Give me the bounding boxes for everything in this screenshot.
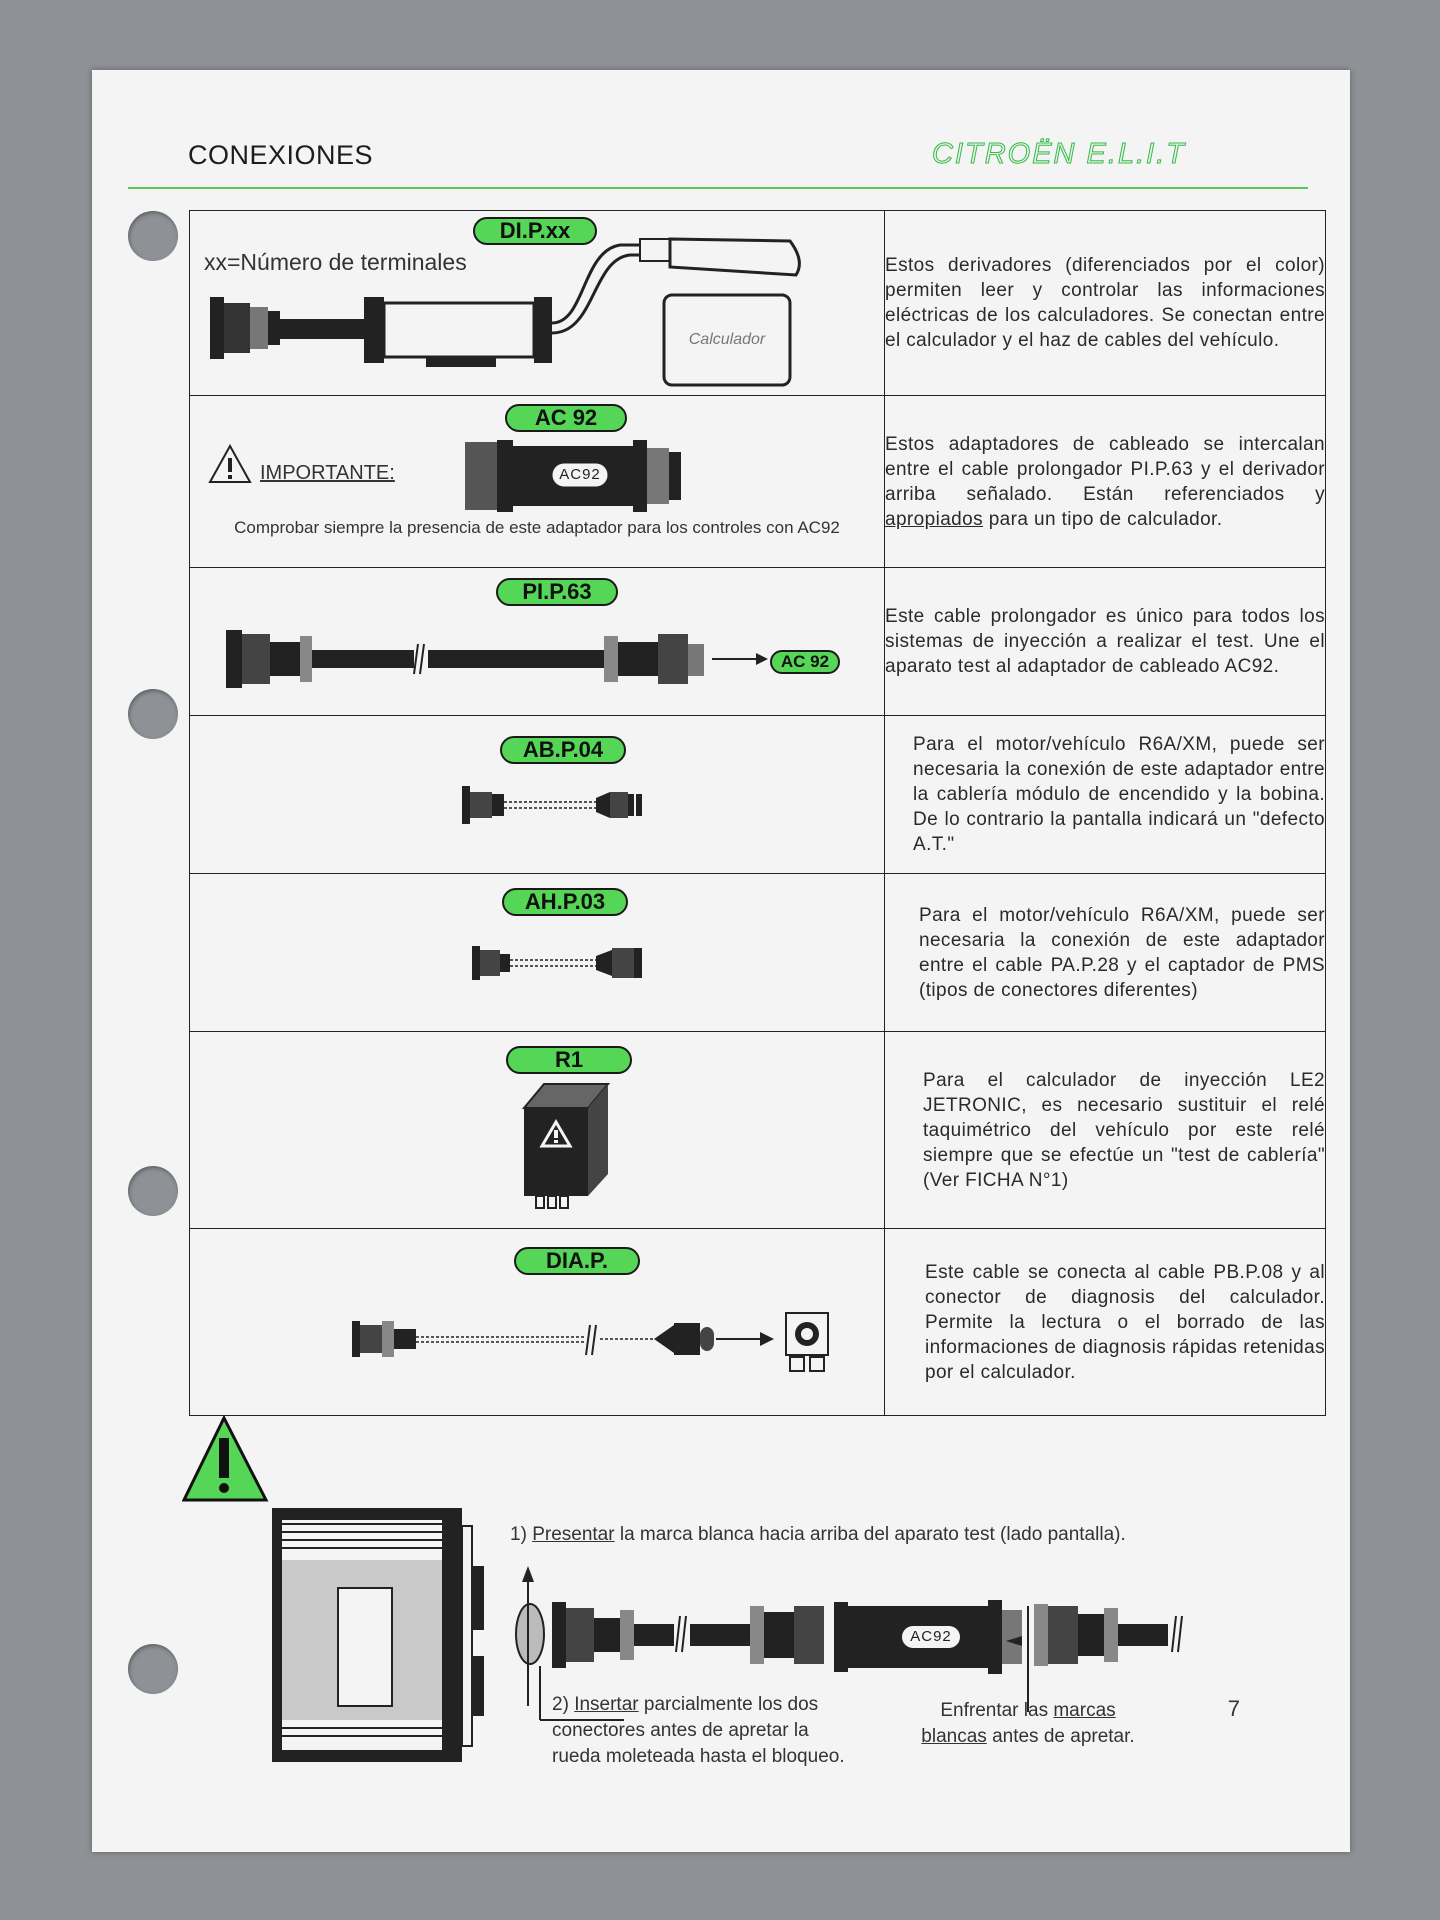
marks-keyword: marcas blancas <box>921 1700 1116 1747</box>
relay-r1-icon <box>522 1083 611 1209</box>
diap-cable-icon <box>352 1312 829 1372</box>
page-title: CONEXIONES <box>188 140 374 170</box>
connection-assembly-diagram <box>272 1508 1183 1762</box>
description-cell: Para el motor/vehículo R6A/XM, puede ser… <box>884 873 1326 1032</box>
table-row: DI.P.xx xx=Número de terminales <box>189 210 1326 396</box>
description-cell: Este cable se conecta al cable PB.P.08 y… <box>884 1228 1326 1416</box>
page-number: 7 <box>1227 1696 1240 1721</box>
table-row: AC 92 IMPORTANTE: <box>189 395 1326 568</box>
illustration-cell: PI.P.63 <box>189 567 885 716</box>
step-keyword: Presentar <box>532 1524 615 1545</box>
warning-icon <box>208 444 252 483</box>
step-number: 2) <box>552 1694 575 1715</box>
step-2-instruction: 2) Insertar parcialmente los dos conecto… <box>552 1692 852 1770</box>
description-text: para un tipo de calculador. <box>983 508 1223 530</box>
pip63-cable-icon <box>226 630 768 688</box>
step-text: parcialmente los dos conectores antes de… <box>552 1694 845 1767</box>
illustration-cell: AC 92 IMPORTANTE: <box>189 395 885 568</box>
part-tag: AH.P.03 <box>502 888 628 916</box>
ahp03-adapter-icon <box>472 946 642 980</box>
illustration-cell: AB.P.04 <box>189 715 885 874</box>
description-cell: Este cable prolongador es único para tod… <box>884 567 1326 716</box>
dipxx-derivator-icon <box>210 237 801 387</box>
table-row: R1 Para el calculador de inyección LE2 <box>189 1031 1326 1229</box>
step-1-instruction: 1) Presentar la marca blanca hacia arrib… <box>510 1522 1126 1548</box>
step-keyword: Insertar <box>574 1694 639 1715</box>
component-label: AC92 <box>559 466 601 483</box>
table-row: DIA.P. <box>189 1228 1326 1416</box>
punch-hole <box>128 689 178 739</box>
table-row: AH.P.03 Para el motor/vehículo R6A/XM, p… <box>189 873 1326 1032</box>
part-tag: PI.P.63 <box>496 578 618 606</box>
component-label: AC92 <box>910 1628 952 1645</box>
arrow-target-tag: AC 92 <box>770 650 840 674</box>
part-tag: DI.P.xx <box>473 217 597 245</box>
table-row: PI.P.63 <box>189 567 1326 716</box>
step-text: la marca blanca hacia arriba del aparato… <box>614 1524 1126 1545</box>
step-number: 1) <box>510 1524 533 1545</box>
terminal-note: xx=Número de terminales <box>204 249 467 275</box>
description-cell: Para el motor/vehículo R6A/XM, puede ser… <box>884 715 1326 874</box>
marks-text: antes de apretar. <box>986 1726 1135 1747</box>
illustration-cell: R1 <box>189 1031 885 1229</box>
description-cell: Estos adaptadores de cableado se interca… <box>884 395 1326 568</box>
illustration-cell: AH.P.03 <box>189 873 885 1032</box>
abp04-adapter-icon <box>462 786 642 824</box>
punch-hole <box>128 1166 178 1216</box>
punch-hole <box>128 211 178 261</box>
description-text: Estos adaptadores de cableado se interca… <box>885 433 1325 505</box>
description-cell: Para el calculador de inyección LE2 JETR… <box>884 1031 1326 1229</box>
table-row: AB.P.04 Para el motor/vehículo R6A/XM, <box>189 715 1326 874</box>
important-label: IMPORTANTE: <box>260 462 395 484</box>
part-tag: AB.P.04 <box>500 736 626 764</box>
document-page: CONEXIONES CITROËN E.L.I.T DI.P.xx xx=Nú… <box>92 70 1350 1852</box>
illustration-cell: DIA.P. <box>189 1228 885 1416</box>
green-warning-icon <box>182 1416 269 1502</box>
description-cell: Estos derivadores (diferenciados por el … <box>884 210 1326 396</box>
marks-text: Enfrentar las <box>940 1700 1054 1721</box>
important-caption: Comprobar siempre la presencia de este a… <box>234 518 840 537</box>
illustration-cell: DI.P.xx xx=Número de terminales <box>189 210 885 396</box>
calculator-label: Calculador <box>688 331 766 348</box>
part-tag: DIA.P. <box>514 1247 640 1275</box>
brand-logo-text: CITROËN E.L.I.T <box>932 138 1186 171</box>
description-underlined: apropiados <box>885 508 984 530</box>
connections-table: DI.P.xx xx=Número de terminales <box>189 210 1326 1416</box>
ac92-adapter-icon <box>465 440 681 512</box>
header-rule <box>128 187 1308 189</box>
marks-instruction: Enfrentar las marcas blancas antes de ap… <box>908 1698 1148 1750</box>
punch-hole <box>128 1644 178 1694</box>
part-tag: R1 <box>506 1046 632 1074</box>
part-tag: AC 92 <box>505 404 627 432</box>
